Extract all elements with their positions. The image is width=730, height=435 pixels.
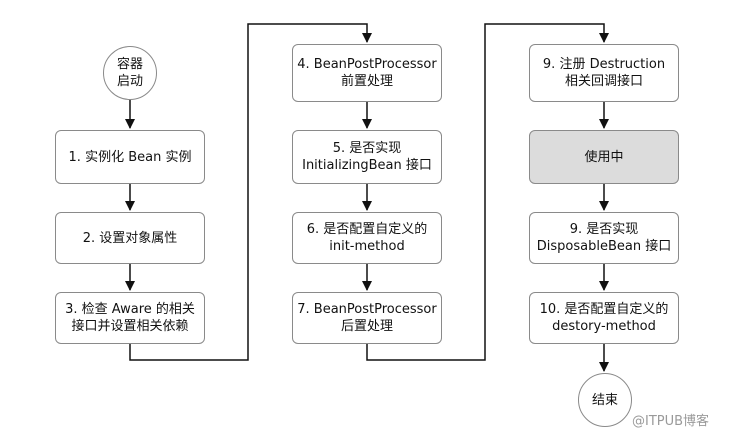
wire-col1-to-col2 <box>129 23 372 361</box>
step-9b-line2: DisposableBean 接口 <box>536 239 672 254</box>
end-node: 结束 <box>578 373 632 427</box>
step-2-set-properties: 2. 设置对象属性 <box>55 212 205 264</box>
in-use-label: 使用中 <box>584 149 624 165</box>
step-7-line2: 后置处理 <box>340 319 393 334</box>
step-2-line1: 2. 设置对象属性 <box>82 230 178 246</box>
step-5-line1: 5. 是否实现 <box>332 141 402 156</box>
step-9a-line1: 9. 注册 Destruction <box>542 57 666 72</box>
step-1-line1: 1. 实例化 Bean 实例 <box>68 149 192 165</box>
step-9-disposable-bean: 9. 是否实现 DisposableBean 接口 <box>529 212 679 264</box>
in-use-state: 使用中 <box>529 130 679 184</box>
step-5-initializing-bean: 5. 是否实现 InitializingBean 接口 <box>292 130 442 184</box>
step-5-line2: InitializingBean 接口 <box>302 158 432 173</box>
step-9a-line2: 相关回调接口 <box>564 74 643 89</box>
step-10-line2: destory-method <box>552 319 656 334</box>
step-9b-line1: 9. 是否实现 <box>569 222 639 237</box>
step-3-aware: 3. 检查 Aware 的相关 接口并设置相关依赖 <box>55 292 205 344</box>
step-4-line2: 前置处理 <box>340 74 393 89</box>
step-4-bpp-before: 4. BeanPostProcessor 前置处理 <box>292 44 442 102</box>
step-3-line2: 接口并设置相关依赖 <box>71 319 189 334</box>
step-6-line2: init-method <box>329 239 405 254</box>
start-node-line2: 启动 <box>116 74 143 89</box>
step-6-init-method: 6. 是否配置自定义的 init-method <box>292 212 442 264</box>
step-3-line1: 3. 检查 Aware 的相关 <box>65 302 195 317</box>
step-6-line1: 6. 是否配置自定义的 <box>306 222 428 237</box>
step-9-register-destruction: 9. 注册 Destruction 相关回调接口 <box>529 44 679 102</box>
wire-col2-to-col3 <box>366 23 609 361</box>
step-10-line1: 10. 是否配置自定义的 <box>539 302 669 317</box>
step-1-instantiate: 1. 实例化 Bean 实例 <box>55 130 205 184</box>
step-4-line1: 4. BeanPostProcessor <box>297 57 437 72</box>
step-7-bpp-after: 7. BeanPostProcessor 后置处理 <box>292 292 442 344</box>
start-node: 容器 启动 <box>103 46 157 100</box>
end-node-label: 结束 <box>591 392 618 408</box>
step-10-destroy-method: 10. 是否配置自定义的 destory-method <box>529 292 679 344</box>
step-7-line1: 7. BeanPostProcessor <box>297 302 437 317</box>
start-node-line1: 容器 <box>116 57 143 72</box>
watermark-text: @ITPUB博客 <box>632 414 710 429</box>
